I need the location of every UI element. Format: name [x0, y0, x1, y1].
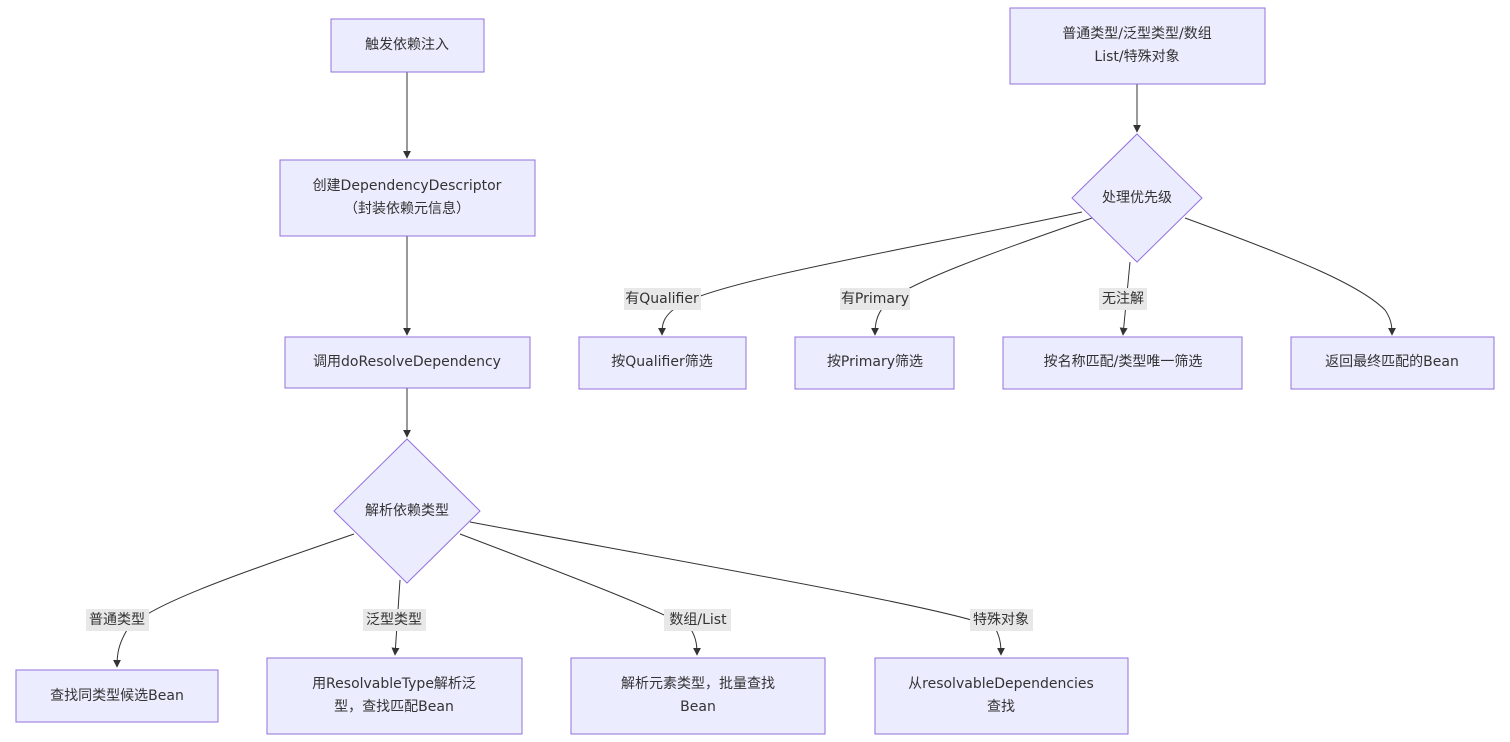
node-parse-type-label: 解析依赖类型 [365, 503, 449, 519]
node-trigger[interactable]: 触发依赖注入 [330, 18, 485, 73]
edge-label-has-qualifier: 有Qualifier [625, 291, 699, 307]
node-special-obj[interactable]: 从resolvableDependencies 查找 [874, 657, 1129, 735]
edge-parse-to-array-list [459, 533, 701, 656]
edge-label-bg [1099, 288, 1147, 310]
node-call-resolve-label: 调用doResolveDependency [313, 354, 501, 370]
node-merged-input[interactable]: 普通类型/泛型类型/数组 List/特殊对象 [1009, 7, 1266, 85]
edge-label-bg [840, 288, 910, 310]
edge-parse-to-find-same-type [113, 533, 355, 668]
node-trigger-label: 触发依赖注入 [365, 37, 449, 53]
node-return-bean-label: 返回最终匹配的Bean [1325, 354, 1459, 370]
edge-parse-to-special-obj [469, 521, 1005, 656]
edge-label-bg [624, 288, 701, 310]
edge-label-no-annotation: 无注解 [1102, 291, 1144, 307]
node-array-list-line1: 解析元素类型，批量查找 [621, 676, 775, 692]
node-special-obj-line2: 查找 [987, 699, 1015, 715]
node-resolvable-type[interactable]: 用ResolvableType解析泛 型，查找匹配Bean [266, 657, 523, 735]
edge-label-bg [86, 609, 149, 631]
node-return-bean[interactable]: 返回最终匹配的Bean [1290, 336, 1495, 390]
edge-label-normal-type: 普通类型 [89, 612, 145, 628]
edge-priority-to-primary [871, 217, 1093, 336]
node-call-resolve[interactable]: 调用doResolveDependency [284, 336, 531, 389]
node-priority[interactable]: 处理优先级 [1071, 133, 1203, 263]
node-parse-type[interactable]: 解析依赖类型 [333, 438, 481, 584]
edge-label-bg [664, 609, 731, 631]
node-by-qualifier[interactable]: 按Qualifier筛选 [578, 336, 747, 390]
node-create-descriptor-line2: （封装依赖元信息） [344, 200, 470, 217]
node-find-same-type[interactable]: 查找同类型候选Bean [15, 669, 219, 723]
node-by-primary[interactable]: 按Primary筛选 [794, 336, 955, 390]
node-resolvable-type-line2: 型，查找匹配Bean [334, 699, 454, 715]
node-by-primary-label: 按Primary筛选 [827, 354, 923, 370]
node-merged-input-line1: 普通类型/泛型类型/数组 [1062, 26, 1211, 42]
edge-priority-to-qualifier [658, 211, 1083, 336]
node-merged-input-line2: List/特殊对象 [1094, 49, 1179, 65]
nodes: 触发依赖注入 创建DependencyDescriptor （封装依赖元信息） … [15, 7, 1495, 735]
node-create-descriptor[interactable]: 创建DependencyDescriptor （封装依赖元信息） [279, 159, 536, 237]
edge-priority-to-return [1184, 217, 1396, 336]
edge-label-generic-type: 泛型类型 [366, 612, 422, 628]
node-array-list-line2: Bean [680, 699, 716, 715]
node-create-descriptor-line1: 创建DependencyDescriptor [313, 178, 502, 194]
node-priority-label: 处理优先级 [1102, 190, 1172, 206]
edge-labels: 普通类型 泛型类型 数组/List 特殊对象 有Qualifier 有Prima… [86, 288, 1147, 631]
edge-label-has-primary: 有Primary [841, 291, 909, 307]
node-by-qualifier-label: 按Qualifier筛选 [611, 354, 712, 370]
node-find-same-type-label: 查找同类型候选Bean [50, 688, 184, 704]
edge-label-bg [970, 609, 1033, 631]
node-by-name-label: 按名称匹配/类型唯一筛选 [1044, 354, 1203, 370]
node-special-obj-line1: 从resolvableDependencies [908, 676, 1094, 692]
node-array-list[interactable]: 解析元素类型，批量查找 Bean [570, 657, 826, 735]
node-resolvable-type-line1: 用ResolvableType解析泛 [312, 676, 476, 692]
edge-label-array-list: 数组/List [669, 612, 727, 628]
edge-label-special-obj: 特殊对象 [973, 612, 1029, 628]
node-by-name[interactable]: 按名称匹配/类型唯一筛选 [1002, 336, 1243, 390]
edge-label-bg [363, 609, 426, 631]
